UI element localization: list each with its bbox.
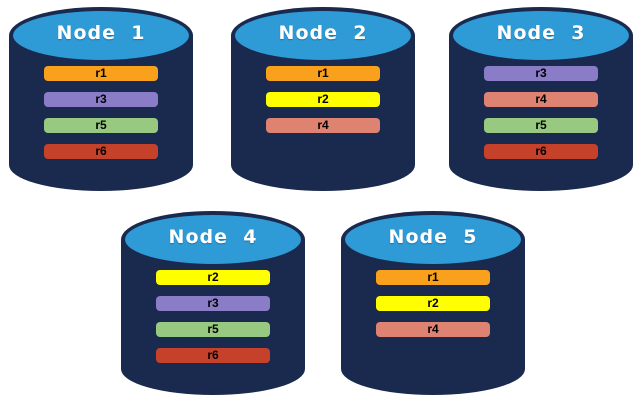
node-title: Node 2 bbox=[278, 22, 368, 44]
replica-bar-r6: r6 bbox=[484, 144, 598, 159]
replica-bar-r5: r5 bbox=[44, 118, 158, 133]
replica-bar-r6: r6 bbox=[44, 144, 158, 159]
replica-bar-r4: r4 bbox=[376, 322, 490, 337]
replica-bar-r3: r3 bbox=[484, 66, 598, 81]
replica-bar-r3: r3 bbox=[44, 92, 158, 107]
node-cylinder-4: Node 4 r2 r3 r5 r6 bbox=[121, 211, 305, 395]
cylinder-top-face bbox=[235, 11, 411, 60]
cylinder-top-face bbox=[125, 215, 301, 264]
replica-list: r2 r3 r5 r6 bbox=[156, 270, 270, 374]
node-title: Node 1 bbox=[56, 22, 146, 44]
replica-bar-r4: r4 bbox=[266, 118, 380, 133]
replica-list: r3 r4 r5 r6 bbox=[484, 66, 598, 170]
replica-bar-r5: r5 bbox=[156, 322, 270, 337]
replica-bar-r1: r1 bbox=[44, 66, 158, 81]
replica-bar-r5: r5 bbox=[484, 118, 598, 133]
cylinder-top-face bbox=[453, 11, 629, 60]
cylinder-bottom bbox=[231, 139, 415, 191]
replica-bar-r2: r2 bbox=[266, 92, 380, 107]
node-title: Node 3 bbox=[496, 22, 586, 44]
cylinder-bottom bbox=[341, 343, 525, 395]
node-cylinder-2: Node 2 r1 r2 r4 bbox=[231, 7, 415, 191]
node-cylinder-3: Node 3 r3 r4 r5 r6 bbox=[449, 7, 633, 191]
node-title: Node 4 bbox=[168, 226, 258, 248]
replica-list: r1 r2 r4 bbox=[266, 66, 380, 144]
replica-bar-r2: r2 bbox=[376, 296, 490, 311]
node-title: Node 5 bbox=[388, 226, 478, 248]
node-cylinder-5: Node 5 r1 r2 r4 bbox=[341, 211, 525, 395]
node-cylinder-1: Node 1 r1 r3 r5 r6 bbox=[9, 7, 193, 191]
replica-bar-r2: r2 bbox=[156, 270, 270, 285]
replica-list: r1 r2 r4 bbox=[376, 270, 490, 348]
replica-bar-r4: r4 bbox=[484, 92, 598, 107]
replica-bar-r6: r6 bbox=[156, 348, 270, 363]
replica-bar-r1: r1 bbox=[376, 270, 490, 285]
replica-bar-r1: r1 bbox=[266, 66, 380, 81]
cylinder-top-face bbox=[13, 11, 189, 60]
cylinder-top-face bbox=[345, 215, 521, 264]
replica-bar-r3: r3 bbox=[156, 296, 270, 311]
replica-list: r1 r3 r5 r6 bbox=[44, 66, 158, 170]
